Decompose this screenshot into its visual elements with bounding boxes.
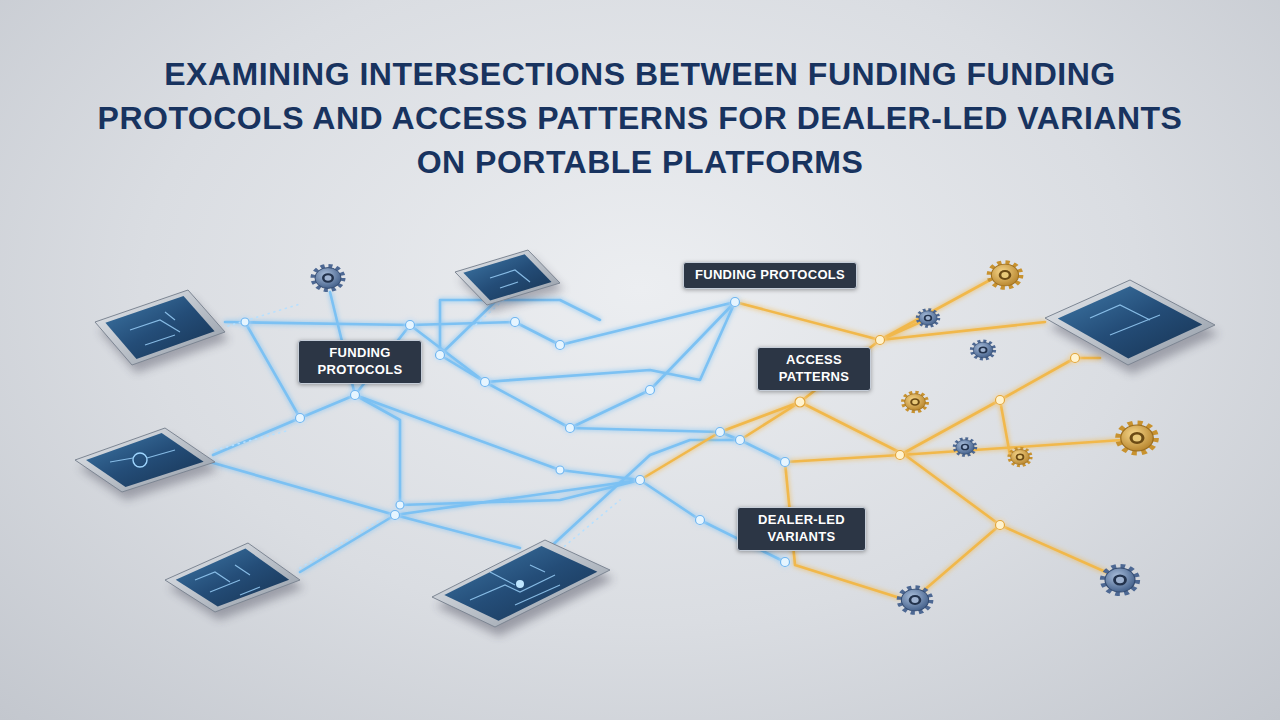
diagram-title: EXAMINING INTERSECTIONS BETWEEN FUNDING … [80, 52, 1200, 184]
label-text: ACCESS PATTERNS [767, 352, 861, 386]
label-box: FUNDING PROTOCOLS [298, 340, 422, 384]
label-box: DEALER-LED VARIANTS [737, 507, 866, 551]
label-text: FUNDING PROTOCOLS [693, 267, 847, 284]
label-text: FUNDING PROTOCOLS [308, 345, 412, 379]
label-box: FUNDING PROTOCOLS [683, 262, 857, 289]
label-text: DEALER-LED VARIANTS [747, 512, 856, 546]
label-box: ACCESS PATTERNS [757, 347, 871, 391]
